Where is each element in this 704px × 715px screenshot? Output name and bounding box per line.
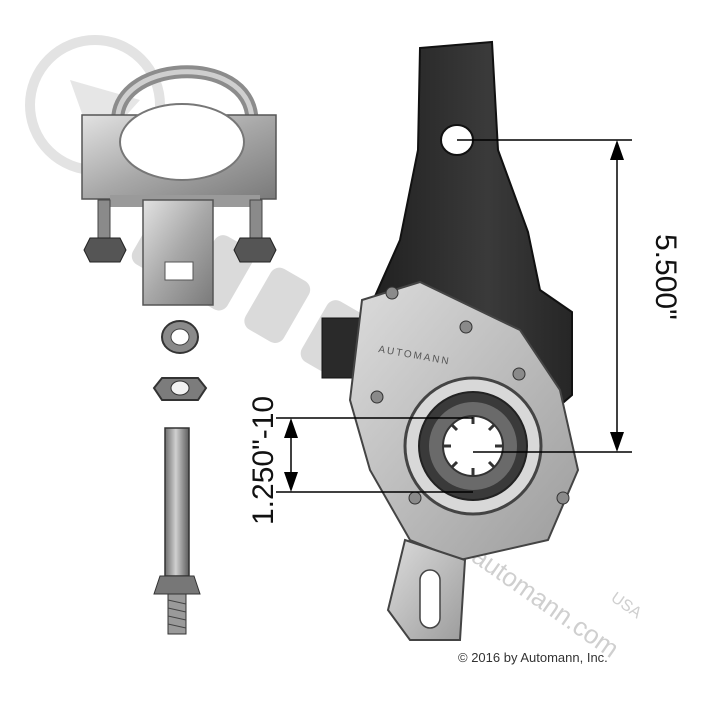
watermark-usa-mark: USA [608,589,645,622]
u-bolt-bracket [81,65,277,306]
slack-adjuster: AUTOMANN [321,40,580,641]
watermark-url: automann.com [467,540,625,663]
adjusting-rod [153,427,201,635]
dimension-spline [276,417,473,493]
lower-arm-slot [419,569,441,629]
bracket-tab [142,199,214,306]
copyright-notice: © 2016 by Automann, Inc. [458,650,608,665]
dimension-arm-length [457,139,632,453]
lock-nut [152,377,208,401]
hex-nut-left [83,237,127,263]
dimension-arm-length-label: 5.500" [649,234,682,320]
bracket-slot [164,261,194,281]
dimension-spline-label: 1.250"-10 [247,396,280,525]
washer [161,320,199,354]
hex-nut-right [233,237,277,263]
